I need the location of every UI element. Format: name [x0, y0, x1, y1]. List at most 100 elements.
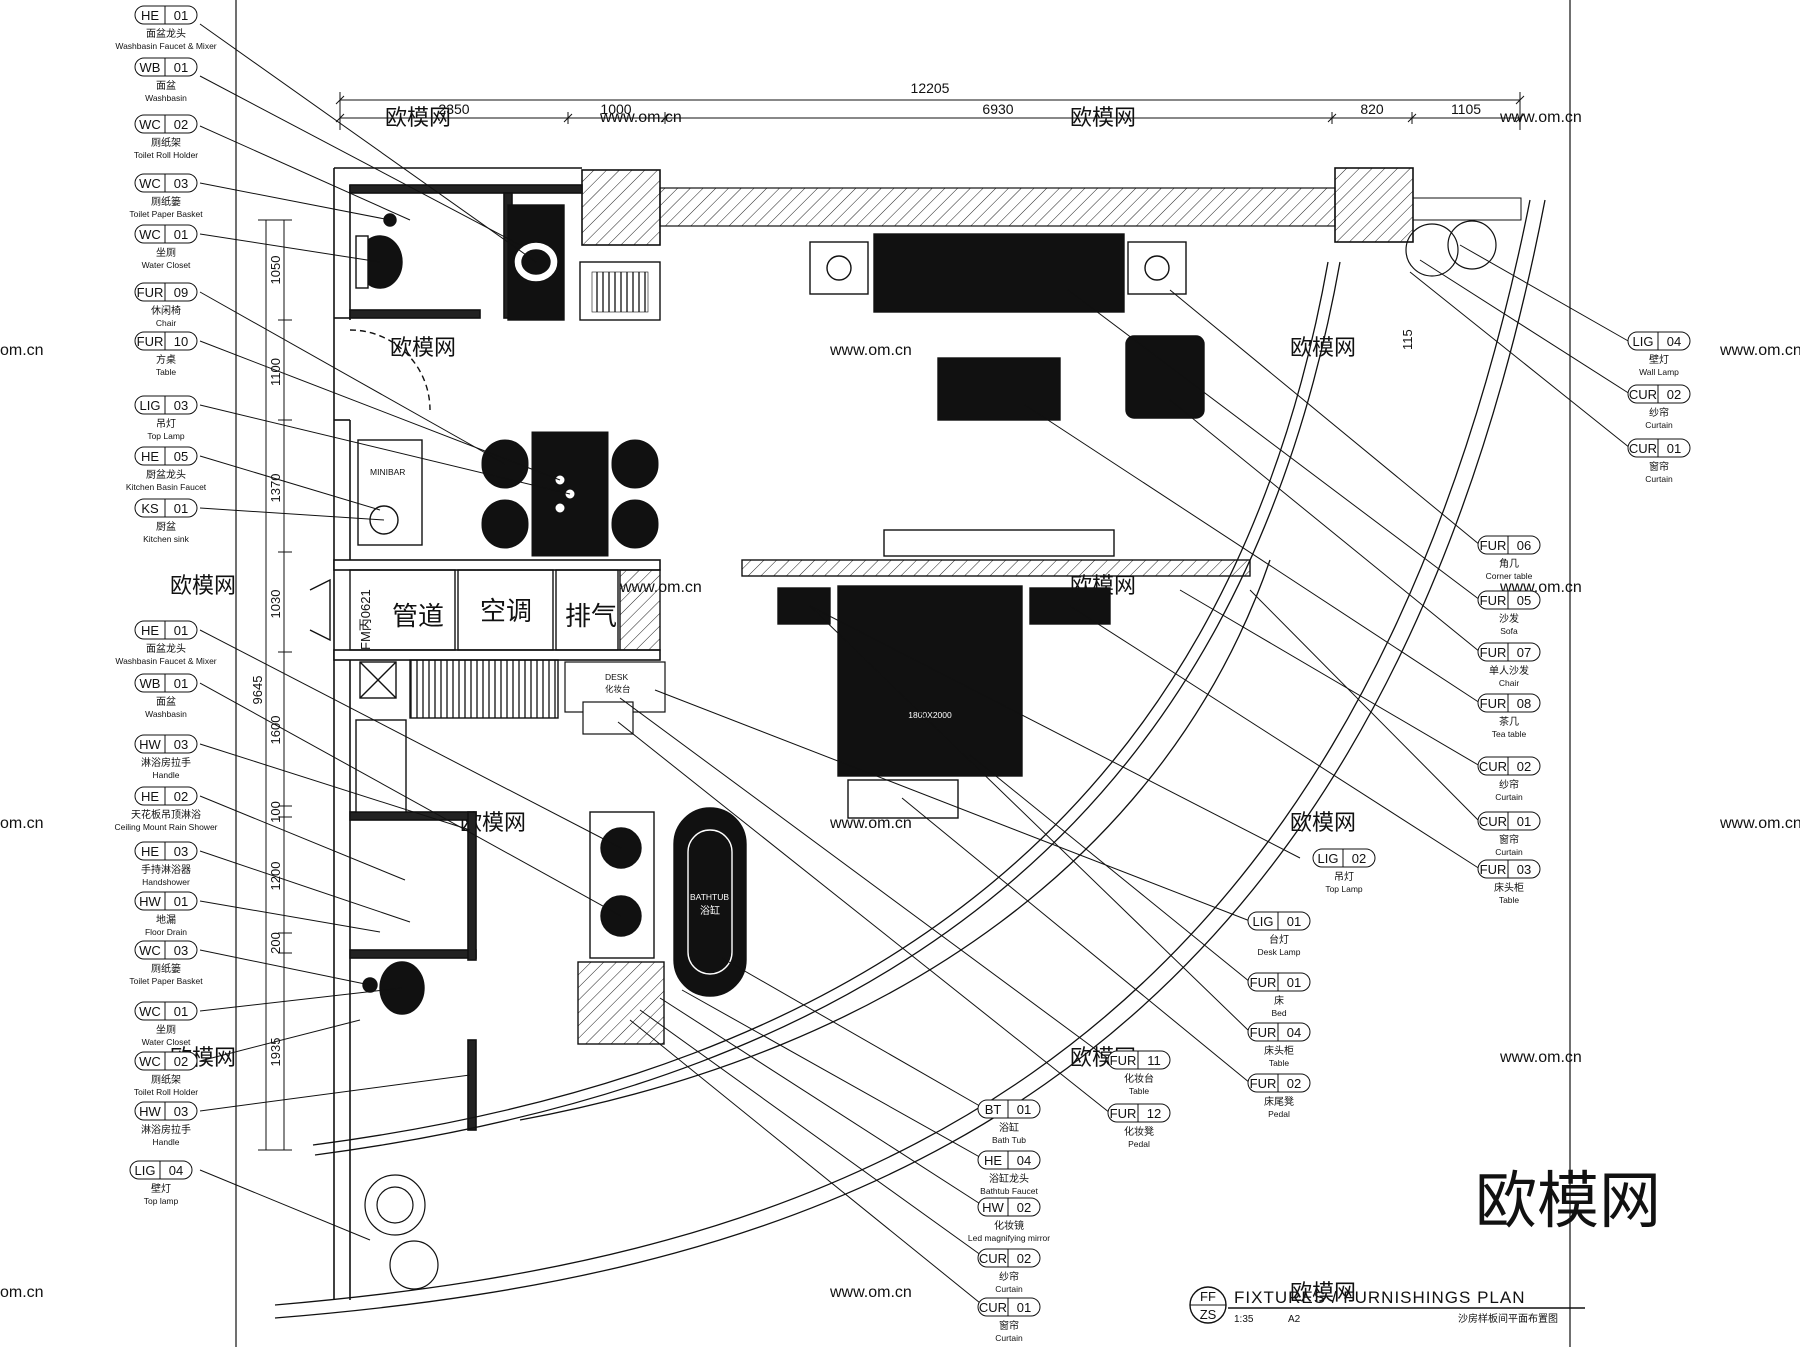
tag-number: 03: [1517, 862, 1531, 877]
tag-name-cn: 厕纸架: [151, 1073, 181, 1086]
tag-code: FUR: [1250, 975, 1277, 990]
tag-bubble: CUR 01 窗帘 Curtain: [1627, 438, 1691, 484]
tag-number: 07: [1517, 645, 1531, 660]
tag-name-cn: 地漏: [156, 913, 176, 926]
tag-code: HW: [982, 1200, 1004, 1215]
tag-bubble: FUR 05 沙发 Sofa: [1477, 590, 1541, 636]
watermark-url: om.cn: [0, 1284, 44, 1301]
tag-bubble: HE 04 浴缸龙头 Bathtub Faucet: [977, 1150, 1041, 1196]
tag-name-cn: 坐厕: [156, 1024, 176, 1036]
tag-code: HE: [141, 844, 159, 859]
tag-bubble: FUR 12 化妆凳 Pedal: [1107, 1103, 1171, 1149]
minibar-label: MINIBAR: [370, 467, 405, 477]
tag-name-en: Washbasin: [145, 709, 187, 719]
tag-code: LIG: [1633, 334, 1654, 349]
tag-bubble: WC 01 坐厕 Water Closet: [134, 224, 198, 270]
tag-name-en: Washbasin Faucet & Mixer: [115, 656, 216, 666]
tag-number: 02: [1017, 1200, 1031, 1215]
tag-name-en: Led magnifying mirror: [968, 1233, 1050, 1243]
desk: [564, 661, 666, 735]
drawing-scale: 1:35: [1234, 1314, 1254, 1325]
tag-number: 02: [174, 1054, 188, 1069]
watermark-brand: 欧模网: [1290, 335, 1356, 360]
tag-bubble: LIG 01 台灯 Desk Lamp: [1247, 911, 1311, 957]
tag-number: 10: [174, 334, 188, 349]
tag-name-cn: 坐厕: [156, 247, 176, 259]
tag-bubble: FUR 11 化妆台 Table: [1107, 1050, 1171, 1096]
tag-bubble: KS 01 厨盆 Kitchen sink: [134, 498, 198, 544]
tag-number: 08: [1517, 696, 1531, 711]
watermark-url: www.om.cn: [1719, 815, 1800, 832]
dimension-segment: 2350: [438, 101, 469, 117]
tag-code: KS: [141, 501, 159, 516]
tag-code: HE: [141, 623, 159, 638]
tag-code: LIG: [140, 398, 161, 413]
tag-name-cn: 浴缸: [999, 1121, 1019, 1134]
tag-name-en: Curtain: [1645, 474, 1673, 484]
tag-code: CUR: [1629, 441, 1657, 456]
tag-name-en: Curtain: [1495, 792, 1523, 802]
tag-bubble: HW 03 淋浴房拉手 Handle: [134, 1101, 198, 1147]
tag-name-cn: 纱帘: [999, 1270, 1019, 1283]
tag-bubble: FUR 03 床头柜 Table: [1477, 859, 1541, 905]
tag-code: FUR: [1250, 1076, 1277, 1091]
planting: [364, 220, 1497, 1290]
tag-code: HW: [139, 737, 161, 752]
tag-name-cn: 吊灯: [1334, 871, 1354, 883]
tag-code: FUR: [1480, 593, 1507, 608]
watermark-url: www.om.cn: [829, 1284, 912, 1301]
tag-bubble: HW 03 淋浴房拉手 Handle: [134, 734, 198, 780]
tag-code: WC: [139, 943, 161, 958]
tag-number: 02: [174, 117, 188, 132]
tag-number: 11: [1147, 1053, 1161, 1068]
tag-bubble: HE 01 面盆龙头 Washbasin Faucet & Mixer: [115, 620, 217, 666]
tag-name-en: Toilet Paper Basket: [129, 209, 203, 219]
tag-name-en: Desk Lamp: [1258, 947, 1301, 957]
tag-name-cn: 沙发: [1499, 612, 1519, 625]
tag-code: WC: [139, 117, 161, 132]
watermark-brand: 欧模网: [1290, 1280, 1356, 1305]
tag-code: BT: [985, 1102, 1002, 1117]
tag-bubble: HE 03 手持淋浴器 Handshower: [134, 841, 198, 887]
tag-code: LIG: [135, 1163, 156, 1178]
tag-name-cn: 厨盆龙头: [146, 468, 186, 481]
tag-name-en: Curtain: [1645, 420, 1673, 430]
tag-code: FUR: [137, 334, 164, 349]
desk-label-cn: 化妆台: [605, 684, 631, 694]
tag-number: 05: [1517, 593, 1531, 608]
tag-name-en: Handle: [153, 1137, 180, 1147]
curved-glazing: [274, 199, 1546, 1319]
tag-bubble: WC 02 厕纸架 Toilet Roll Holder: [134, 114, 198, 160]
tag-name-cn: 厨盆: [156, 520, 176, 533]
tag-bubble: CUR 01 窗帘 Curtain: [1477, 811, 1541, 857]
tag-bubble: FUR 10 方桌 Table: [134, 331, 198, 377]
watermark-url: www.om.cn: [829, 815, 912, 832]
watermark-url: www.om.cn: [1719, 342, 1800, 359]
tag-code: FUR: [1480, 645, 1507, 660]
tag-bubble: FUR 08 茶几 Tea table: [1477, 693, 1541, 739]
tag-code: HE: [141, 449, 159, 464]
tag-number: 02: [1287, 1076, 1301, 1091]
tag-name-en: Sofa: [1500, 626, 1518, 636]
tag-code: CUR: [1479, 759, 1507, 774]
tag-name-cn: 纱帘: [1499, 778, 1519, 791]
room-ac-shaft: 空调: [480, 596, 532, 626]
tag-bubble: LIG 04 壁灯 Wall Lamp: [1627, 331, 1691, 377]
tag-number: 01: [174, 8, 188, 23]
tag-name-en: Curtain: [1495, 847, 1523, 857]
bedroom: [741, 559, 1251, 819]
watermark-brand: 欧模网: [1290, 810, 1356, 835]
tag-name-en: Toilet Roll Holder: [134, 1087, 198, 1097]
tag-name-en: Top lamp: [144, 1196, 179, 1206]
tag-bubble: WC 03 厕纸篓 Toilet Paper Basket: [129, 940, 203, 986]
drawing-subtitle-cn: 沙房样板间平面布置图: [1458, 1312, 1558, 1325]
left-tag-list: HE 01 面盆龙头 Washbasin Faucet & Mixer WB 0…: [115, 5, 218, 1206]
drawing-sheet: A2: [1288, 1314, 1301, 1325]
tag-bubble: LIG 04 壁灯 Top lamp: [129, 1160, 193, 1206]
title-code-top: FF: [1200, 1289, 1216, 1304]
tag-name-en: Floor Drain: [145, 927, 187, 937]
tag-name-cn: 天花板吊顶淋浴: [131, 808, 201, 821]
tag-name-en: Top Lamp: [147, 431, 185, 441]
tag-name-cn: 淋浴房拉手: [141, 756, 191, 769]
